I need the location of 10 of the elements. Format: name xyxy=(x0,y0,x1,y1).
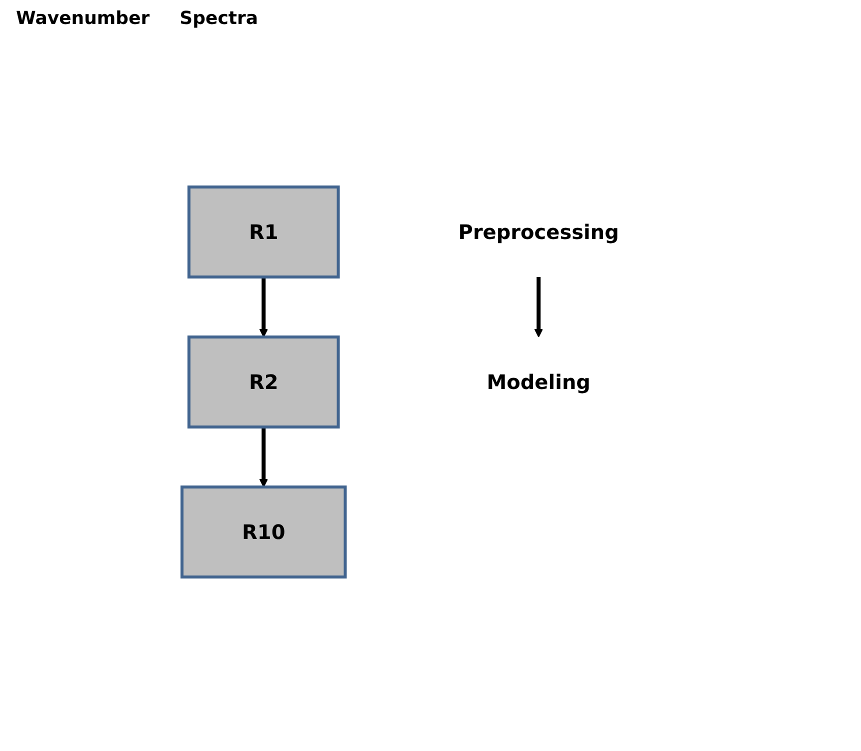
node-box: R1 xyxy=(187,186,340,278)
node-box: R10 xyxy=(180,486,347,578)
arrow xyxy=(259,427,268,488)
axis-label: Spectra xyxy=(180,8,258,29)
node-text: Modeling xyxy=(486,370,591,394)
arrow xyxy=(534,277,544,338)
node-box: R2 xyxy=(187,336,340,428)
axis-label: Wavenumber xyxy=(16,8,150,29)
arrow xyxy=(259,277,268,338)
node-text: Preprocessing xyxy=(458,220,619,244)
